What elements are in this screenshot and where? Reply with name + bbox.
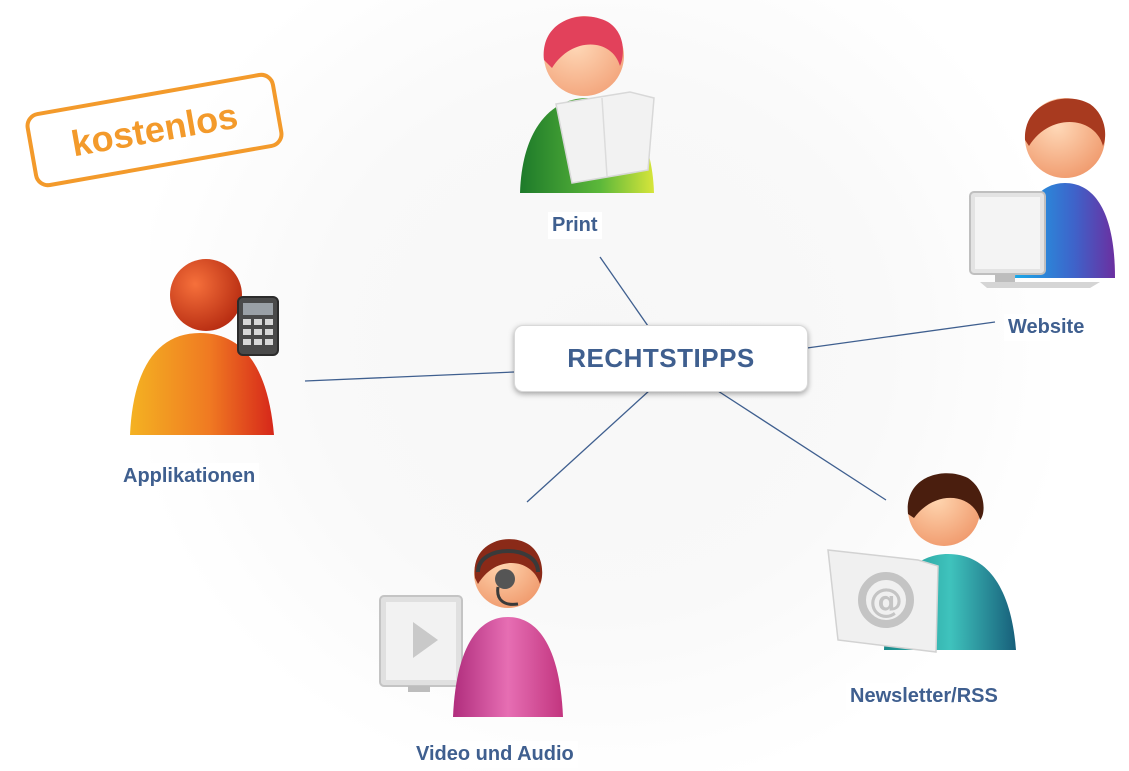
person-at-computer-icon bbox=[969, 98, 1115, 288]
channel-label-video: Video und Audio bbox=[412, 741, 578, 768]
connector-applikationen bbox=[304, 371, 515, 382]
channel-label-newsletter: Newsletter/RSS bbox=[846, 683, 1002, 710]
channel-label-applikationen: Applikationen bbox=[119, 463, 260, 490]
svg-text:@: @ bbox=[869, 581, 903, 621]
person-with-email-icon: @ bbox=[827, 473, 1016, 653]
connector-video bbox=[526, 389, 651, 503]
center-node-label: RECHTSTIPPS bbox=[567, 343, 755, 373]
person-with-headset-video-icon bbox=[379, 539, 563, 717]
connector-website bbox=[806, 321, 996, 349]
center-node-rechtstipps: RECHTSTIPPS bbox=[514, 325, 808, 392]
person-reading-paper-icon bbox=[520, 16, 655, 193]
connector-print bbox=[599, 256, 649, 327]
channel-label-website: Website bbox=[1004, 314, 1089, 341]
free-badge-text: kostenlos bbox=[68, 94, 241, 165]
channel-label-print: Print bbox=[548, 212, 602, 239]
person-with-phone-icon bbox=[130, 259, 279, 435]
connector-newsletter bbox=[717, 390, 887, 501]
